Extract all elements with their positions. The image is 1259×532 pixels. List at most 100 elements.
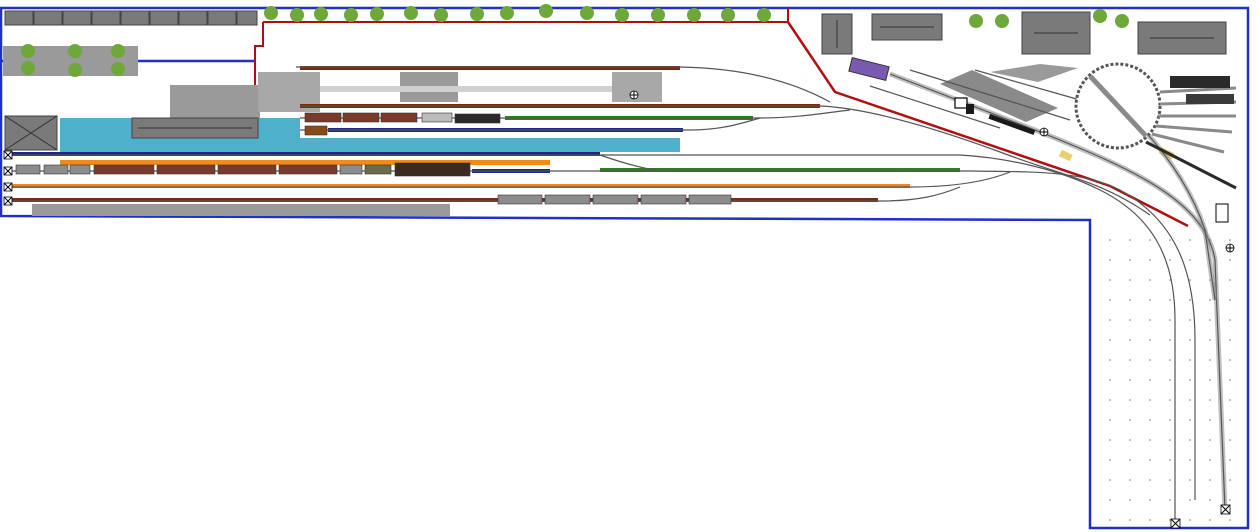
boundary-line-diagonal [786,21,1189,228]
building-row-top [4,10,258,26]
track [8,171,1011,188]
tree-icon [111,44,125,58]
grid-dot [1169,499,1171,501]
building [1137,21,1227,55]
grid-dot [1209,259,1211,261]
grid-dot [1209,499,1211,501]
grid-dot [1109,239,1111,241]
grid-dot [1149,379,1151,381]
locomotive-icon [454,113,501,124]
grid-dot [1229,439,1231,441]
grid-dot [1149,319,1151,321]
grid-dot [1189,319,1191,321]
hut [1058,149,1073,162]
grid-dot [1169,299,1171,301]
buffer-stop-icon [3,150,13,160]
coach-icon [342,112,380,123]
grid-dot [1209,279,1211,281]
grid-dot [1169,399,1171,401]
coach-icon [278,164,338,175]
switch-motor-icon [1225,243,1235,253]
siding-marker-orange [60,160,550,165]
grid-dot [1109,439,1111,441]
grid-dot [1129,439,1131,441]
grid-dot [1169,439,1171,441]
grid-dot [1189,279,1191,281]
goods-wagon-icon [421,112,453,123]
tree-icon [757,8,771,22]
goods-wagon-icon [304,125,328,136]
tree-icon [111,62,125,76]
locomotive-icon [1186,94,1234,104]
coach-icon [156,164,216,175]
grid-dot [1209,299,1211,301]
grid-dot [1109,359,1111,361]
grid-dot [1229,479,1231,481]
tree-icon [68,44,82,58]
grid-dot [1129,299,1131,301]
loading-ramp [848,57,890,81]
turntable-stall [1145,140,1237,190]
siding-marker-brown [300,66,680,70]
grid-dot [1189,259,1191,261]
grid-dot [1129,499,1131,501]
grid-dot [1109,259,1111,261]
tree-icon [21,61,35,75]
locomotive-icon [1170,76,1230,88]
grid-dot [1109,299,1111,301]
tree-icon [651,8,665,22]
grid-dot [1129,259,1131,261]
boundary-line-top [263,8,789,23]
grid-dot [1209,319,1211,321]
coach-icon [93,164,155,175]
goods-wagon-icon [364,164,392,175]
tree-icon [264,6,278,20]
tree-icon [470,7,484,21]
grid-dot [1229,519,1231,521]
track-main [889,73,1226,511]
grid-dot [1109,499,1111,501]
grid-dot [1189,399,1191,401]
buffer-stop-icon [3,182,13,192]
grid-dot [1189,459,1191,461]
grid-dot [1149,359,1151,361]
building [871,13,943,41]
grid-dot [1189,299,1191,301]
tree-icon [500,6,514,20]
tree-icon [995,14,1009,28]
locomotive-icon [394,162,471,177]
tree-icon [344,8,358,22]
tree-icon [68,63,82,77]
turntable [1074,62,1237,190]
grid-dot [1209,339,1211,341]
grid-dot [1209,479,1211,481]
grid-dot [1129,359,1131,361]
loco-shed-roof [940,70,1058,122]
track [869,85,1001,129]
building [1021,11,1091,55]
grid-dots [1109,239,1231,521]
grid-dot [1129,319,1131,321]
grid-dot [1169,339,1171,341]
grid-dot [1109,479,1111,481]
tree-icon [615,8,629,22]
grid-dot [1149,279,1151,281]
grid-dot [1229,319,1231,321]
buffer-stops [3,150,1231,529]
track [8,170,1196,500]
buffer-stop-icon [3,196,13,206]
grid-dot [1109,399,1111,401]
track [974,69,1081,101]
grid-dot [1229,399,1231,401]
grid-dot [1149,439,1151,441]
grid-dot [1189,439,1191,441]
grid-dot [1109,279,1111,281]
grid-dot [1189,339,1191,341]
track [300,105,1151,216]
track [300,117,761,131]
grid-dot [1189,379,1191,381]
grid-dot [1209,519,1211,521]
grid-dot [1209,379,1211,381]
grid-dot [1169,279,1171,281]
